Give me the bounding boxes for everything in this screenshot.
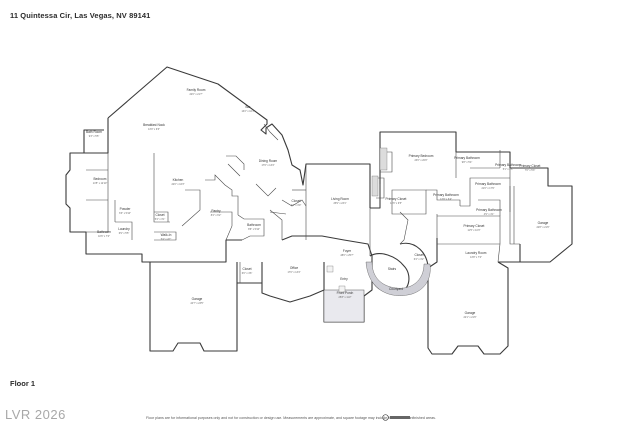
room-dimension: 8'4" x 6'2" (211, 214, 222, 217)
room-label: Courtyard (389, 287, 403, 291)
room-dimension: 14'5" x 12'10" (93, 182, 108, 185)
room-label: Garage (192, 297, 203, 301)
room-label: Primary Bathroom (475, 182, 501, 186)
room-dimension: 25'9" x 23'1" (333, 202, 346, 205)
room-label: Bar (246, 105, 252, 109)
room-label: Primary Closet (386, 197, 407, 201)
room-dimension: 11'5" x 10'3" (468, 229, 481, 232)
room-label: Closet (291, 199, 300, 203)
room-label: Closet (242, 267, 251, 271)
room-label: Family Room (187, 88, 206, 92)
room-label: Entry (340, 277, 348, 281)
room-label: Office (290, 266, 298, 270)
room-label: Living Room (331, 197, 349, 201)
room-dimension: 4'9" x 4'1" (484, 213, 495, 216)
room-dimension: 22'8" x 21'6" (536, 226, 549, 229)
room-label: Powder (120, 207, 132, 211)
room-dimension: 6'3" x 5'10" (119, 212, 131, 215)
column-marker (326, 265, 334, 273)
room-label: Front Porch (337, 291, 354, 295)
window-strip (371, 175, 379, 197)
room-dimension: 22'0" x 16'3" (171, 183, 184, 186)
room-label: Walk-In (161, 233, 172, 237)
room-dimension: 6'4" x 3'2" (414, 258, 425, 261)
column-marker (338, 285, 346, 293)
room-dimension: 13'9" x 6'4" (440, 198, 452, 201)
window-strip (379, 147, 388, 171)
room-dimension: 17'0" x 13'4" (287, 271, 300, 274)
room-dimension: 22'0" x 21'7" (189, 93, 202, 96)
watermark-text: LVR 2026 (5, 407, 66, 422)
room-label: Primary Bedroom (409, 154, 434, 158)
room-label: Bath Room (86, 130, 102, 134)
room-label: Primary Closet (464, 224, 485, 228)
room-dimension: 9'3" x 5'5" (89, 135, 100, 138)
room-dimension: 9'8" x 5'4" (462, 161, 473, 164)
room-label: Laundry Room (466, 251, 487, 255)
room-label: Bedroom (94, 177, 107, 181)
room-dimension: 13'2" x 10'1" (241, 110, 254, 113)
room-dimension: 13'0" x 9'6" (148, 128, 160, 131)
room-dimension: 25'8" x 11'2" (339, 296, 352, 299)
room-dimension: 6'9" x 5'5" (119, 232, 130, 235)
room-dimension: 5'4" x 3'1" (155, 218, 166, 221)
room-labels: Family Room 22'0" x 21'7" Bar 13'2" x 10… (86, 88, 550, 319)
front-porch-area (323, 289, 365, 323)
room-dimension: 6'0" x 4'6" (242, 272, 253, 275)
disclaimer-text: Floor plans are for informational purpos… (146, 416, 436, 420)
room-dimension: 17'6" x 13'4" (261, 164, 274, 167)
room-label: Foyer (343, 249, 352, 253)
staircase-shape (365, 261, 431, 296)
room-label: Primary Bathroom (495, 163, 521, 167)
room-label: Primary Closet (520, 164, 541, 168)
room-dimension: 22'1" x 21'6" (463, 316, 476, 319)
room-label: Stairs (388, 267, 397, 271)
room-dimension: 21'0" x 17'9" (481, 187, 494, 190)
room-label: Primary Bathroom (476, 208, 502, 212)
room-label: Closet (414, 253, 423, 257)
room-dimension: 28'0" x 25'7" (340, 254, 353, 257)
room-dimension: 10'6" x 7'0" (98, 235, 110, 238)
room-label: Laundry (118, 227, 130, 231)
room-dimension: 8'6" x 5'10" (248, 228, 260, 231)
room-dimension: 24'7" x 23'5" (190, 302, 203, 305)
room-dimension: 7'0" x 5'3" (525, 169, 536, 172)
logo-icon (382, 414, 410, 421)
floor-label: Floor 1 (10, 379, 36, 388)
room-label: Bathroom (97, 230, 111, 234)
room-dimension: 5'4" x 4'7" (161, 238, 172, 241)
room-label: Kitchen (173, 178, 184, 182)
room-label: Bathroom (247, 223, 261, 227)
interior-walls (86, 123, 520, 283)
room-dimension: 4'4" x 3'0" (291, 204, 302, 207)
room-dimension: 5'1" x 4'5" (503, 168, 514, 171)
room-label: Primary Bathroom (433, 193, 459, 197)
room-dimension: 13'6" x 9'5" (390, 202, 402, 205)
property-address: 11 Quintessa Cir, Las Vegas, NV 89141 (10, 11, 151, 20)
room-label: Pantry (211, 209, 221, 213)
room-dimension: 13'8" x 7'0" (470, 256, 482, 259)
room-label: Primary Bathroom (454, 156, 480, 160)
room-dimension: 23'0" x 20'0" (414, 159, 427, 162)
room-label: Breakfast Nook (143, 123, 165, 127)
room-label: Garage (465, 311, 476, 315)
room-label: Dining Room (259, 159, 278, 163)
room-label: Closet (155, 213, 164, 217)
room-label: Garage (538, 221, 549, 225)
